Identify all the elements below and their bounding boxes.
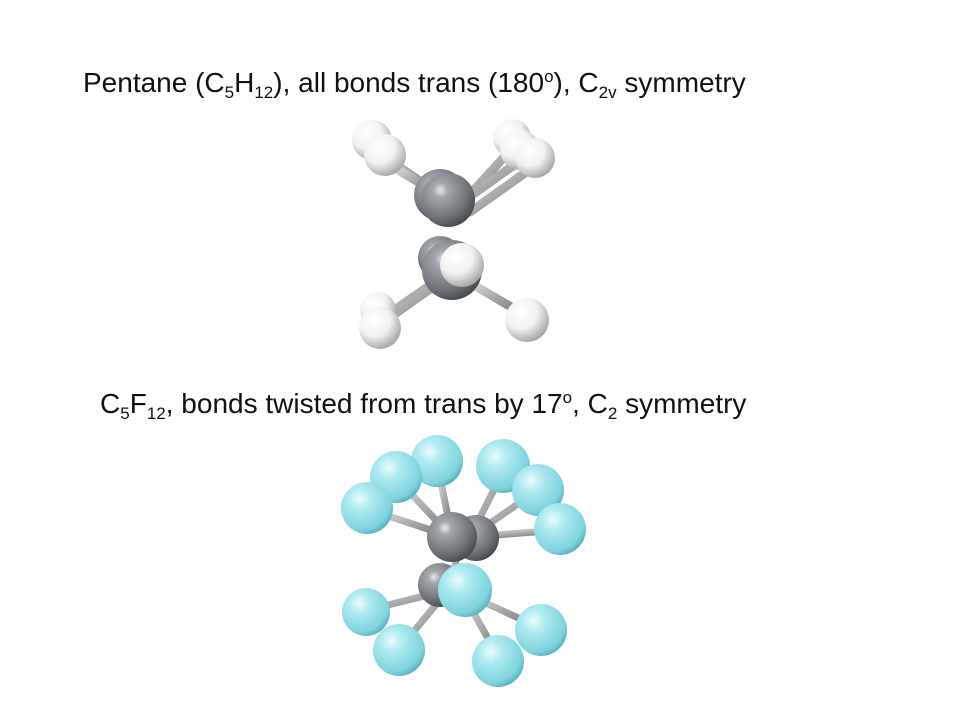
degree-symbol: o (562, 388, 573, 407)
fluorine-atom (341, 482, 393, 534)
caption-text: ), all bonds trans (180 (273, 67, 545, 98)
hydrogen-atom (359, 307, 401, 349)
hydrogen-atom (364, 134, 406, 176)
caption-subscript: 2v (598, 83, 617, 102)
caption-text: F (129, 388, 147, 419)
caption-text: , bonds twisted from trans by 17 (165, 388, 563, 419)
carbon-atom (421, 173, 475, 227)
fluorine-atom (472, 635, 524, 687)
caption-subscript: 2 (607, 404, 618, 423)
caption-text: symmetry (616, 67, 746, 98)
perfluoropentane-molecule (341, 435, 586, 687)
hydrogen-atom (505, 298, 549, 342)
pentane-caption: Pentane (C5H12), all bonds trans (180o),… (83, 67, 746, 101)
degree-symbol: o (544, 67, 554, 86)
fluorine-atom (438, 563, 492, 617)
caption-subscript: 12 (146, 404, 166, 423)
caption-text: Pentane (C (83, 67, 225, 98)
hydrogen-atom (515, 138, 555, 178)
caption-text: H (234, 67, 255, 98)
pentane-molecule (352, 119, 555, 349)
fluorine-atom (515, 604, 567, 656)
caption-text: C (100, 388, 121, 419)
caption-text: symmetry (617, 388, 747, 419)
fluorine-atom (342, 588, 390, 636)
caption-text: , C (572, 388, 608, 419)
fluorine-atom (512, 464, 564, 516)
caption-subscript: 5 (224, 83, 235, 102)
caption-subscript: 5 (120, 404, 130, 423)
carbon-atom (427, 512, 477, 562)
hydrogen-atom (440, 243, 484, 287)
fluorine-atom (534, 503, 586, 555)
caption-subscript: 12 (254, 83, 274, 102)
fluorine-atom (373, 624, 425, 676)
perfluoropentane-caption: C5F12, bonds twisted from trans by 17o, … (100, 388, 747, 422)
fluorine-atom (411, 435, 463, 487)
caption-text: ), C (553, 67, 599, 98)
